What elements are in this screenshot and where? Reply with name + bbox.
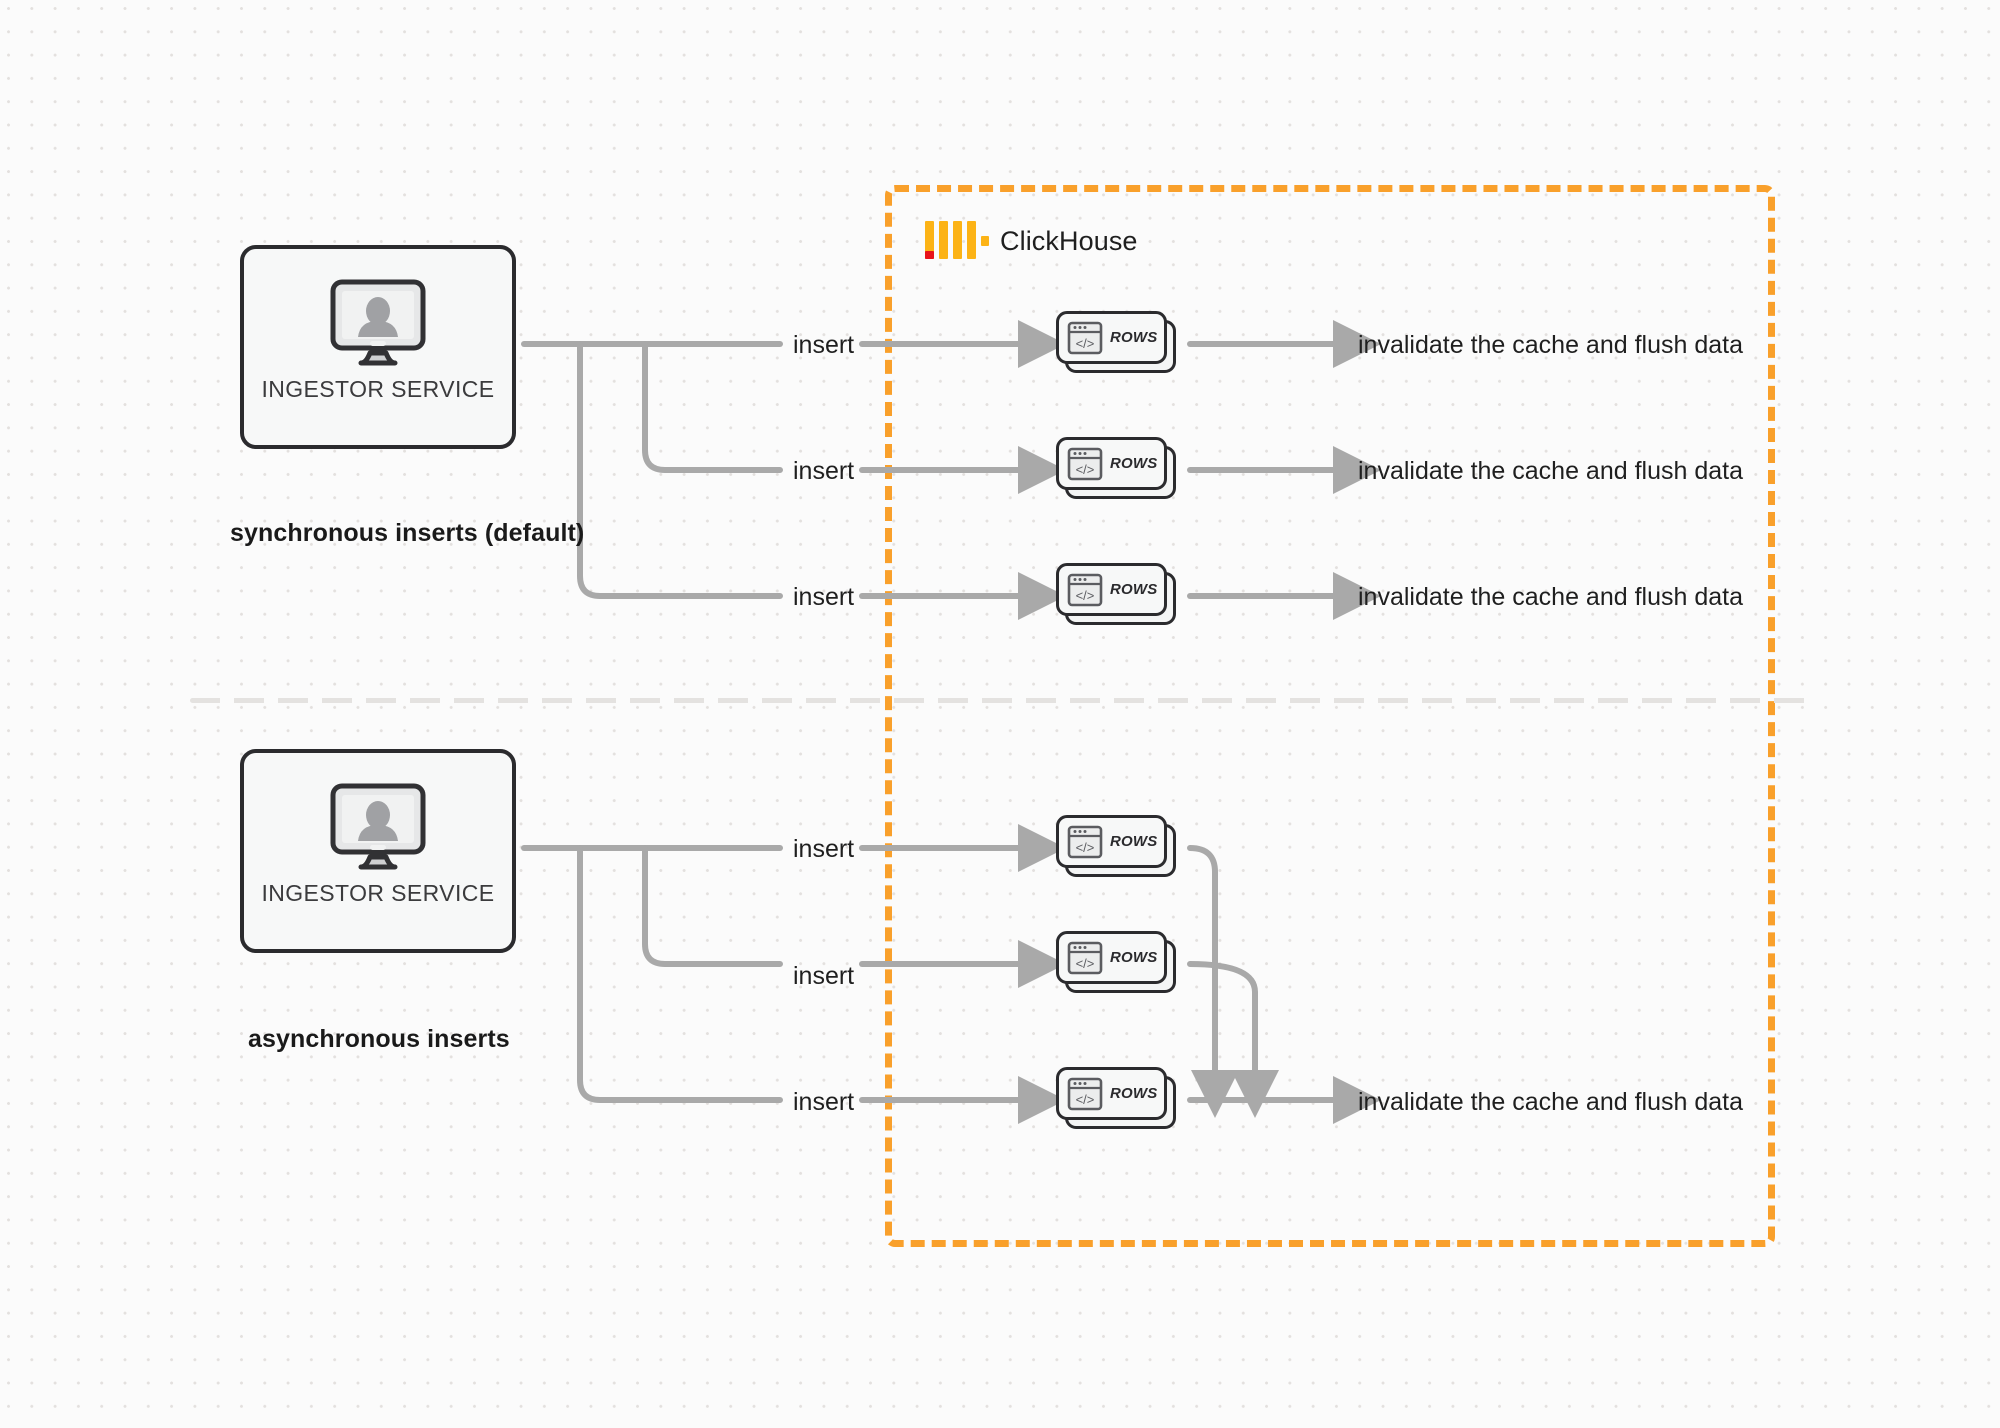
insert-label-sync-3: insert [793, 583, 855, 611]
svg-text:</>: </> [1076, 1092, 1095, 1107]
rows-node-sync-2[interactable]: </> ROWS [1056, 437, 1176, 499]
insert-label-async-1: insert [793, 835, 855, 863]
insert-label-async-2: insert [793, 962, 855, 990]
code-window-icon: </> [1067, 321, 1103, 354]
svg-text:</>: </> [1076, 588, 1095, 603]
ingestor-service-label: INGESTOR SERVICE [261, 880, 495, 906]
rows-node-label: ROWS [1110, 949, 1158, 966]
insert-label-sync-2: insert [793, 457, 855, 485]
svg-text:</>: </> [1076, 336, 1095, 351]
rows-node-label: ROWS [1110, 581, 1158, 598]
ingestor-service-box-synchronous[interactable]: INGESTOR SERVICE [240, 245, 516, 449]
section-divider [190, 698, 1815, 703]
rows-node-label: ROWS [1110, 833, 1158, 850]
rows-node-async-1[interactable]: </> ROWS [1056, 815, 1176, 877]
rows-node-label: ROWS [1110, 329, 1158, 346]
code-window-icon: </> [1067, 447, 1103, 480]
flush-label-sync-1: invalidate the cache and flush data [1358, 331, 1743, 359]
insert-label-sync-1: insert [793, 331, 855, 359]
mode-label-synchronous: synchronous inserts (default) [230, 519, 585, 547]
svg-text:</>: </> [1076, 956, 1095, 971]
rows-node-sync-1[interactable]: </> ROWS [1056, 311, 1176, 373]
monitor-user-icon [330, 783, 426, 870]
rows-node-async-2[interactable]: </> ROWS [1056, 931, 1176, 993]
mode-label-asynchronous: asynchronous inserts [248, 1025, 510, 1053]
flush-label-sync-3: invalidate the cache and flush data [1358, 583, 1743, 611]
clickhouse-logo-icon [925, 221, 989, 259]
flush-label-sync-2: invalidate the cache and flush data [1358, 457, 1743, 485]
rows-node-label: ROWS [1110, 455, 1158, 472]
code-window-icon: </> [1067, 573, 1103, 606]
clickhouse-title: ClickHouse [1000, 226, 1138, 256]
ingestor-service-label: INGESTOR SERVICE [261, 376, 495, 402]
code-window-icon: </> [1067, 1077, 1103, 1110]
clickhouse-boundary [885, 185, 1775, 1247]
svg-text:</>: </> [1076, 840, 1095, 855]
rows-node-async-3[interactable]: </> ROWS [1056, 1067, 1176, 1129]
ingestor-service-box-asynchronous[interactable]: INGESTOR SERVICE [240, 749, 516, 953]
code-window-icon: </> [1067, 941, 1103, 974]
rows-node-label: ROWS [1110, 1085, 1158, 1102]
insert-label-async-3: insert [793, 1088, 855, 1116]
rows-node-sync-3[interactable]: </> ROWS [1056, 563, 1176, 625]
code-window-icon: </> [1067, 825, 1103, 858]
flush-label-async-merged: invalidate the cache and flush data [1358, 1088, 1743, 1116]
svg-text:</>: </> [1076, 462, 1095, 477]
monitor-user-icon [330, 279, 426, 366]
